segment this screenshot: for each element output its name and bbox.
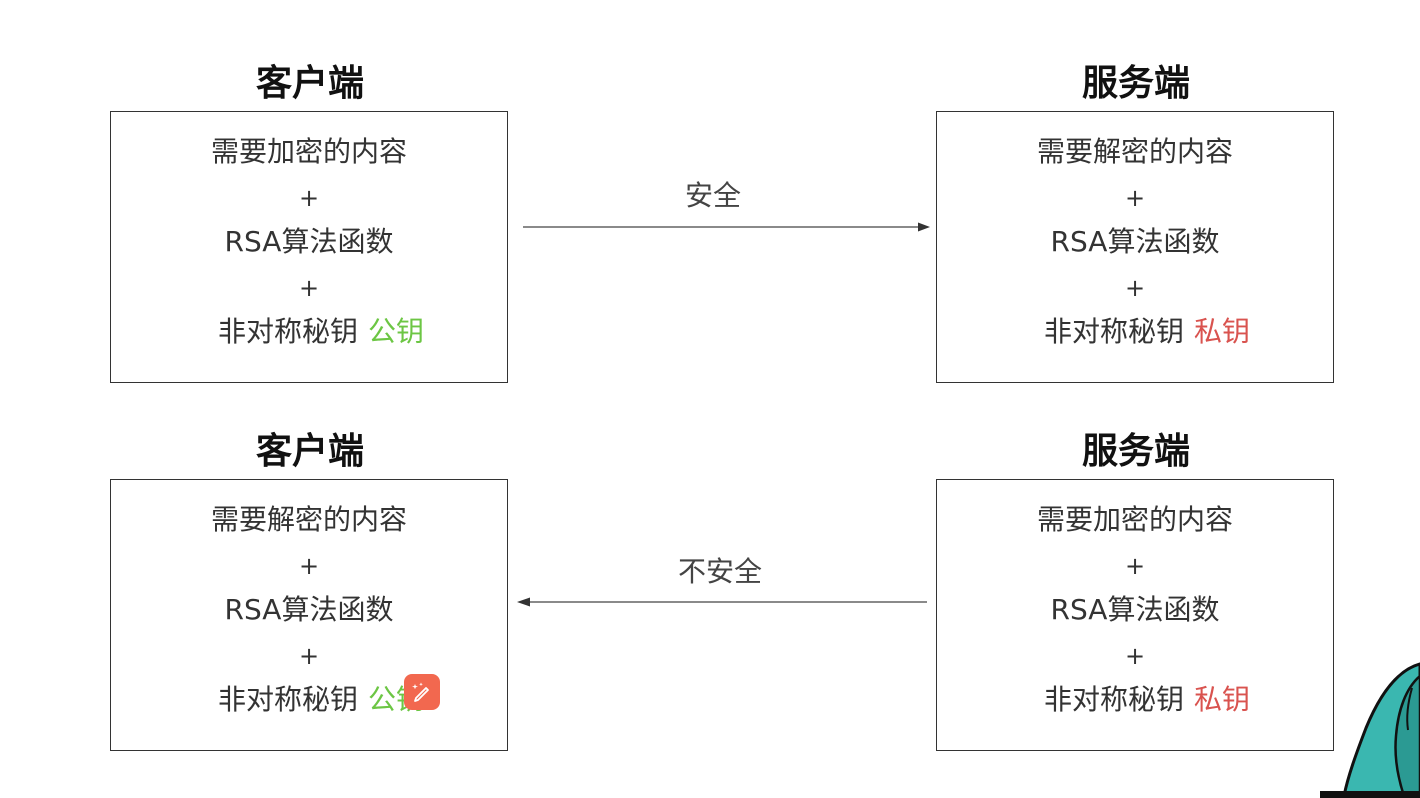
- top-server-algorithm-line: RSA算法函数: [1050, 225, 1220, 258]
- top-client-plus-2: +: [298, 274, 320, 302]
- top-client-public-key-label: 公钥: [368, 315, 425, 348]
- bottom-client-title: 客户端: [255, 431, 364, 472]
- top-client-content-line: 需要加密的内容: [210, 135, 407, 168]
- top-client-plus-1: +: [298, 184, 320, 212]
- bottom-arrow-left: [517, 597, 927, 607]
- top-client-algorithm-line: RSA算法函数: [224, 225, 394, 258]
- bottom-client-key-prefix: 非对称秘钥: [217, 683, 358, 716]
- mascot-character: [1320, 662, 1420, 798]
- magic-pencil-glyph: [412, 682, 429, 702]
- top-server-plus-1: +: [1124, 184, 1146, 212]
- bottom-client-algorithm-line: RSA算法函数: [224, 593, 394, 626]
- bottom-client-content-line: 需要解密的内容: [210, 503, 407, 536]
- bottom-server-plus-2: +: [1124, 642, 1146, 670]
- bottom-server-title: 服务端: [1081, 431, 1190, 472]
- top-server-content-line: 需要解密的内容: [1036, 135, 1233, 168]
- top-server-key-line: 非对称秘钥私钥: [937, 314, 1333, 350]
- top-client-title: 客户端: [255, 63, 364, 104]
- bottom-server-plus-1: +: [1124, 552, 1146, 580]
- top-arrow-right: [523, 222, 930, 232]
- bottom-server-box: 需要加密的内容 + RSA算法函数 + 非对称秘钥私钥: [936, 479, 1334, 751]
- bottom-server-algorithm-line: RSA算法函数: [1050, 593, 1220, 626]
- top-server-private-key-label: 私钥: [1194, 315, 1251, 348]
- top-arrow-label: 安全: [685, 179, 742, 212]
- bottom-client-plus-1: +: [298, 552, 320, 580]
- bottom-server-content-line: 需要加密的内容: [1036, 503, 1233, 536]
- top-server-box: 需要解密的内容 + RSA算法函数 + 非对称秘钥私钥: [936, 111, 1334, 383]
- bottom-server-private-key-label: 私钥: [1194, 683, 1251, 716]
- top-server-key-prefix: 非对称秘钥: [1043, 315, 1184, 348]
- magic-pencil-icon[interactable]: [404, 674, 440, 710]
- top-server-plus-2: +: [1124, 274, 1146, 302]
- bottom-client-box: 需要解密的内容 + RSA算法函数 + 非对称秘钥公钥: [110, 479, 508, 751]
- bottom-server-key-prefix: 非对称秘钥: [1043, 683, 1184, 716]
- bottom-server-key-line: 非对称秘钥私钥: [937, 682, 1333, 718]
- top-client-box: 需要加密的内容 + RSA算法函数 + 非对称秘钥公钥: [110, 111, 508, 383]
- bottom-arrow-label: 不安全: [678, 555, 763, 588]
- top-client-key-prefix: 非对称秘钥: [217, 315, 358, 348]
- top-client-key-line: 非对称秘钥公钥: [111, 314, 507, 350]
- bottom-client-plus-2: +: [298, 642, 320, 670]
- top-server-title: 服务端: [1081, 63, 1190, 104]
